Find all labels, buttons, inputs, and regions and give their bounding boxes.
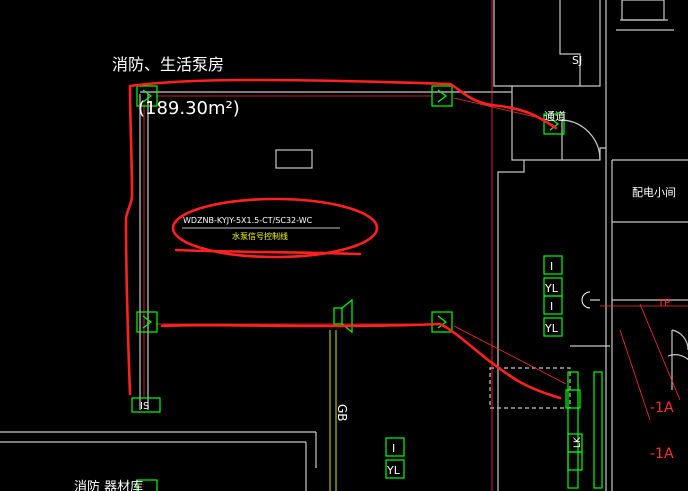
tag-yl-1: YL	[544, 282, 559, 295]
well-label: 通道	[544, 109, 566, 123]
speaker-icon	[333, 298, 353, 334]
device-boxes	[136, 85, 603, 491]
dim-1a-top: -1A	[650, 400, 674, 416]
annotation-route-inner	[160, 322, 562, 400]
device-box-top-left	[136, 85, 158, 107]
tag-yl-3: YL	[386, 464, 401, 477]
tag-is: IS	[131, 397, 161, 413]
device-box-bottom-left	[136, 479, 158, 491]
gb-bus	[329, 330, 337, 491]
gb-label: GB	[335, 404, 349, 422]
tag-lk: LK	[573, 436, 583, 448]
port-symbol	[581, 291, 600, 309]
annotation-route-outer	[124, 78, 558, 396]
fire-label: 消防 器材库	[74, 479, 143, 491]
room-name: 消防、生活泵房	[112, 55, 224, 74]
svg-text:IS: IS	[140, 401, 149, 412]
tag-i-1: I	[550, 260, 553, 273]
tag-yl-2: YL	[544, 322, 559, 335]
device-box-shaft	[543, 113, 565, 135]
shaft-label: SJ	[572, 54, 582, 67]
red-annotations	[124, 78, 562, 400]
valve-room-label: 配电小间	[632, 186, 676, 199]
device-box-mid-right	[431, 311, 453, 333]
tag-stack-right	[385, 255, 583, 479]
annotation-circle	[171, 197, 379, 259]
device-box-mid-left	[136, 311, 158, 333]
dim-1a-bottom: -1A	[650, 446, 674, 462]
device-box-top-right	[431, 85, 453, 107]
tp-label: TP	[657, 298, 670, 309]
tag-i-2: I	[550, 300, 553, 313]
cable-note: 水泵信号控制线	[232, 231, 288, 241]
annotation-underline	[174, 248, 362, 256]
tag-i-3: I	[392, 442, 395, 455]
room-area: (189.30m²)	[138, 98, 240, 119]
cable-spec: WDZNB-KYJY-5X1.5-CT/SC32-WC	[183, 216, 313, 225]
